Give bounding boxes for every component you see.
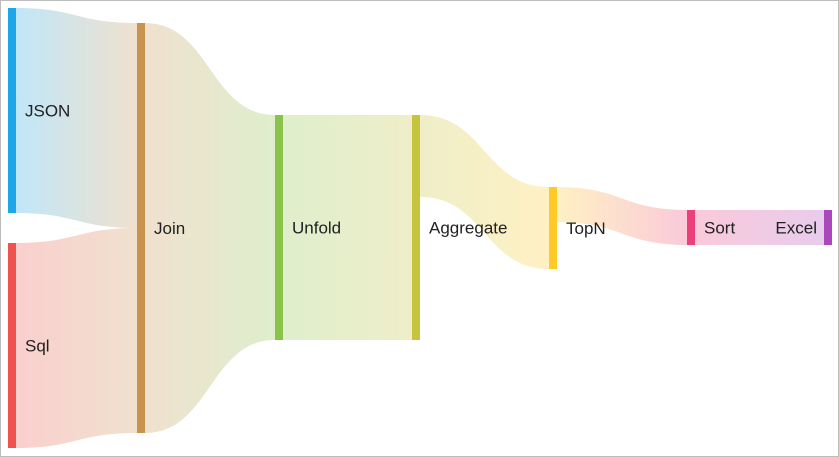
- node-label-excel: Excel: [775, 219, 817, 238]
- node-aggregate[interactable]: [412, 115, 420, 340]
- link-sort-excel[interactable]: [695, 210, 824, 245]
- node-label-join: Join: [154, 219, 185, 238]
- link-sql-join[interactable]: [16, 228, 137, 448]
- links-layer: [16, 8, 824, 448]
- node-label-topn: TopN: [566, 219, 606, 238]
- link-topn-sort[interactable]: [557, 187, 687, 245]
- link-unfold-aggregate[interactable]: [283, 115, 412, 340]
- node-label-sort: Sort: [704, 219, 735, 238]
- labels-layer: JSON Sql Join Unfold Aggregate TopN Sort Excel: [25, 102, 817, 356]
- node-label-unfold: Unfold: [292, 219, 341, 238]
- node-label-sql: Sql: [25, 337, 50, 356]
- node-join[interactable]: [137, 23, 145, 433]
- node-unfold[interactable]: [275, 115, 283, 340]
- node-topn[interactable]: [549, 187, 557, 269]
- node-sql[interactable]: [8, 243, 16, 448]
- node-label-json: JSON: [25, 102, 70, 121]
- node-excel[interactable]: [824, 210, 832, 245]
- link-join-unfold[interactable]: [145, 23, 275, 433]
- node-json[interactable]: [8, 8, 16, 213]
- nodes-layer: [8, 8, 832, 448]
- link-json-join[interactable]: [16, 8, 137, 228]
- node-sort[interactable]: [687, 210, 695, 245]
- node-label-aggregate: Aggregate: [429, 219, 507, 238]
- link-aggregate-topn[interactable]: [420, 115, 549, 269]
